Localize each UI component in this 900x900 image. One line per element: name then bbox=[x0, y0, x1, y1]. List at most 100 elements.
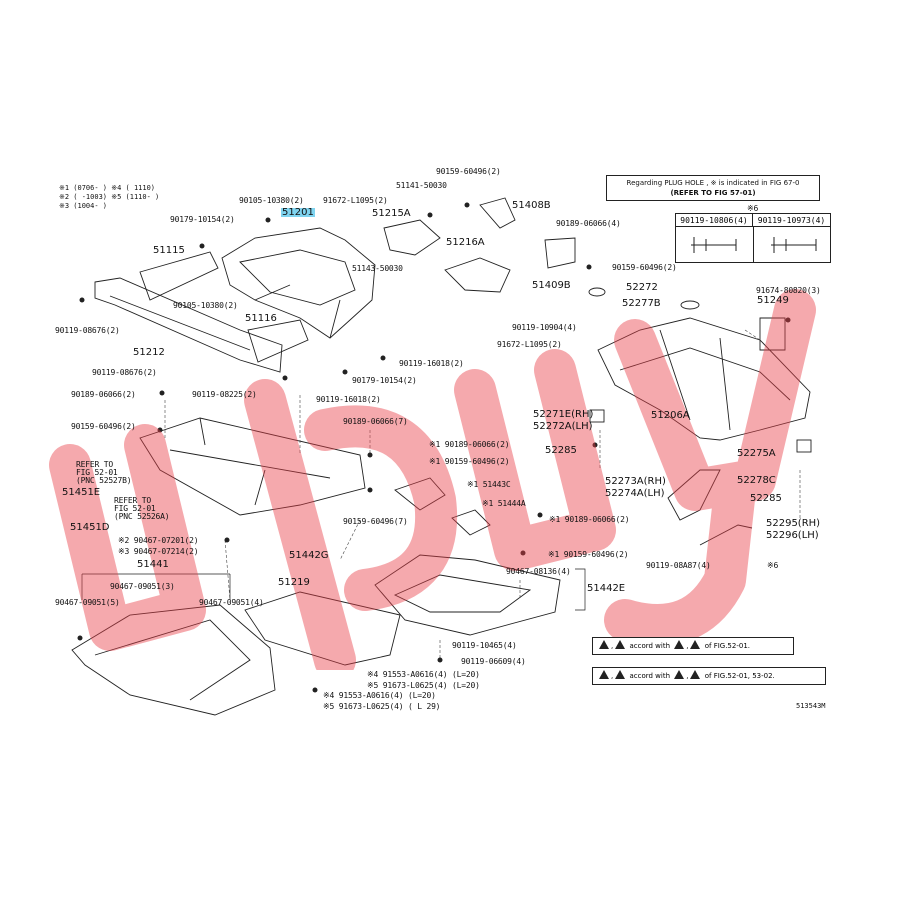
front-subframe bbox=[221, 227, 376, 339]
part-number-label: REFER TO bbox=[114, 496, 151, 505]
part-number-label: 90467-09051(3) bbox=[110, 582, 175, 591]
clip-col2: 90119-10973(4) bbox=[753, 214, 830, 227]
part-number-label: 90159-60496(2) bbox=[612, 263, 677, 272]
part-number-label: 90105-10380(2) bbox=[239, 196, 304, 205]
part-number-label: 91672-L1095(2) bbox=[497, 340, 562, 349]
part-number-label: 90467-08136(4) bbox=[506, 567, 571, 576]
part-number-label: 51408B bbox=[512, 200, 551, 211]
part-number-label: (PNC 52527B) bbox=[76, 476, 132, 485]
clip-table: 90119-10806(4) 90119-10973(4) bbox=[675, 213, 831, 263]
part-number-label: 90119-08225(2) bbox=[192, 390, 257, 399]
warning-triangle-icon bbox=[615, 640, 626, 649]
part-number-label: 51451E bbox=[62, 487, 101, 498]
part-number-label: 90119-08A87(4) bbox=[646, 561, 711, 570]
clip-icon bbox=[691, 237, 817, 253]
part-number-label: ※1 90189-06066(2) bbox=[549, 515, 630, 524]
part-number-label: 52275A bbox=[737, 448, 776, 459]
part-number-label: 90467-09051(5) bbox=[55, 598, 120, 607]
part-number-label: 90189-06066(7) bbox=[343, 417, 408, 426]
accord-text: accord with bbox=[629, 642, 671, 650]
part-number-label: 90189-06066(4) bbox=[556, 219, 621, 228]
part-number-label: 52271E(RH) bbox=[533, 409, 594, 420]
part-number-label: ※4 91553-A0616(4) (L=20) bbox=[367, 670, 480, 679]
part-number-label: 52272 bbox=[626, 282, 658, 293]
part-number-label: ※1 90159-60496(2) bbox=[429, 457, 510, 466]
part-number-label: 51141-50030 bbox=[396, 181, 447, 190]
part-number-label: ※5 91673-L0625(4) ( L 29) bbox=[323, 702, 441, 711]
warning-triangle-icon bbox=[690, 640, 701, 649]
warning-triangle-icon bbox=[599, 640, 609, 649]
part-number-label: 51219 bbox=[278, 577, 310, 588]
plug-note-line2: (REFER TO FIG 57-01) bbox=[670, 189, 756, 197]
part-number-label: 51441 bbox=[137, 559, 169, 570]
accord-ref: of FIG.52-01, 53-02. bbox=[704, 672, 775, 680]
part-number-label: 51215A bbox=[372, 208, 411, 219]
part-number-label: 90119-10465(4) bbox=[452, 641, 517, 650]
part-number-label: 90119-08676(2) bbox=[55, 326, 120, 335]
part-number-label: 52274A(LH) bbox=[605, 488, 665, 499]
part-number-label: 90179-10154(2) bbox=[352, 376, 417, 385]
accord-note-1: , accord with , of FIG.52-01. bbox=[592, 637, 794, 655]
part-number-label: 90119-06609(4) bbox=[461, 657, 526, 666]
part-number-label: 51116 bbox=[245, 313, 277, 324]
part-number-label: 51115 bbox=[153, 245, 185, 256]
note-line: ※1 (0706- ) ※4 ( 1110) bbox=[59, 184, 156, 192]
part-number-label: 51442E bbox=[587, 583, 626, 594]
part-number-label: 52285 bbox=[545, 445, 577, 456]
warning-triangle-icon bbox=[599, 670, 609, 679]
part-number-label: 52277B bbox=[622, 298, 661, 309]
part-number-label: 51451D bbox=[70, 522, 110, 533]
part-number-label: ※6 bbox=[767, 561, 779, 570]
part-number-label: 51212 bbox=[133, 347, 165, 358]
part-number-label: FIG 52-01 bbox=[114, 504, 156, 513]
part-number-label: ※1 51444A bbox=[482, 499, 526, 508]
part-number-label: (PNC 52526A) bbox=[114, 512, 170, 521]
part-number-label: ※1 51443C bbox=[467, 480, 511, 489]
part-number-label: 51143-50030 bbox=[352, 264, 403, 273]
part-number-label: 90119-10904(4) bbox=[512, 323, 577, 332]
warning-triangle-icon bbox=[615, 670, 626, 679]
part-number-label: 52295(RH) bbox=[766, 518, 821, 529]
part-number-label: ※4 91553-A0616(4) (L=20) bbox=[323, 691, 436, 700]
part-number-label: ※5 91673-L0625(4) (L=20) bbox=[367, 681, 480, 690]
clip-col1: 90119-10806(4) bbox=[676, 214, 753, 227]
accord-text: accord with bbox=[629, 672, 671, 680]
part-number-label: 91672-L1095(2) bbox=[323, 196, 388, 205]
part-number-label: 90159-60496(2) bbox=[436, 167, 501, 176]
part-number-label: 51206A bbox=[651, 410, 690, 421]
part-number-label: 90467-09051(4) bbox=[199, 598, 264, 607]
part-number-label: 51216A bbox=[446, 237, 485, 248]
accord-note-2: , accord with , of FIG.52-01, 53-02. bbox=[592, 667, 826, 685]
applicability-notes: ※1 (0706- ) ※4 ( 1110) ※2 ( -1003) ※5 (1… bbox=[59, 184, 159, 211]
part-number-label: ※1 90159-60496(2) bbox=[548, 550, 629, 559]
part-number-label: 52272A(LH) bbox=[533, 421, 593, 432]
part-number-label: 90189-06066(2) bbox=[71, 390, 136, 399]
part-number-label: ※2 90467-07201(2) bbox=[118, 536, 199, 545]
part-number-label: 90105-10380(2) bbox=[173, 301, 238, 310]
part-number-label: 52296(LH) bbox=[766, 530, 819, 541]
part-number-label: 91674-80820(3) bbox=[756, 286, 821, 295]
note-line: ※3 (1004- ) bbox=[59, 202, 108, 210]
part-number-label: 52285 bbox=[750, 493, 782, 504]
part-number-label: ※3 90467-07214(2) bbox=[118, 547, 199, 556]
part-number-label: 52273A(RH) bbox=[605, 476, 666, 487]
part-number-label: 90119-08676(2) bbox=[92, 368, 157, 377]
plug-hole-note: Regarding PLUG HOLE , ※ is indicated in … bbox=[606, 175, 820, 201]
part-number-label: 90159-60496(7) bbox=[343, 517, 408, 526]
diagram-code: 513543M bbox=[796, 702, 826, 710]
part-number-label: 90159-60496(2) bbox=[71, 422, 136, 431]
engine-under-cover bbox=[139, 417, 366, 516]
part-number-label: 90119-16018(2) bbox=[399, 359, 464, 368]
note-line: ※2 ( -1003) ※5 (1110- ) bbox=[59, 193, 160, 201]
part-number-label: FIG 52-01 bbox=[76, 468, 118, 477]
lower-cover bbox=[71, 604, 276, 716]
part-number-label: 90179-10154(2) bbox=[170, 215, 235, 224]
warning-triangle-icon bbox=[674, 640, 685, 649]
part-number-label: 51409B bbox=[532, 280, 571, 291]
part-number-label: REFER TO bbox=[76, 460, 113, 469]
ubuy-watermark bbox=[49, 289, 816, 670]
plug-note-line1: Regarding PLUG HOLE , ※ is indicated in … bbox=[626, 179, 800, 187]
accord-ref: of FIG.52-01. bbox=[704, 642, 750, 650]
clip-table-tag: ※6 bbox=[747, 204, 759, 213]
